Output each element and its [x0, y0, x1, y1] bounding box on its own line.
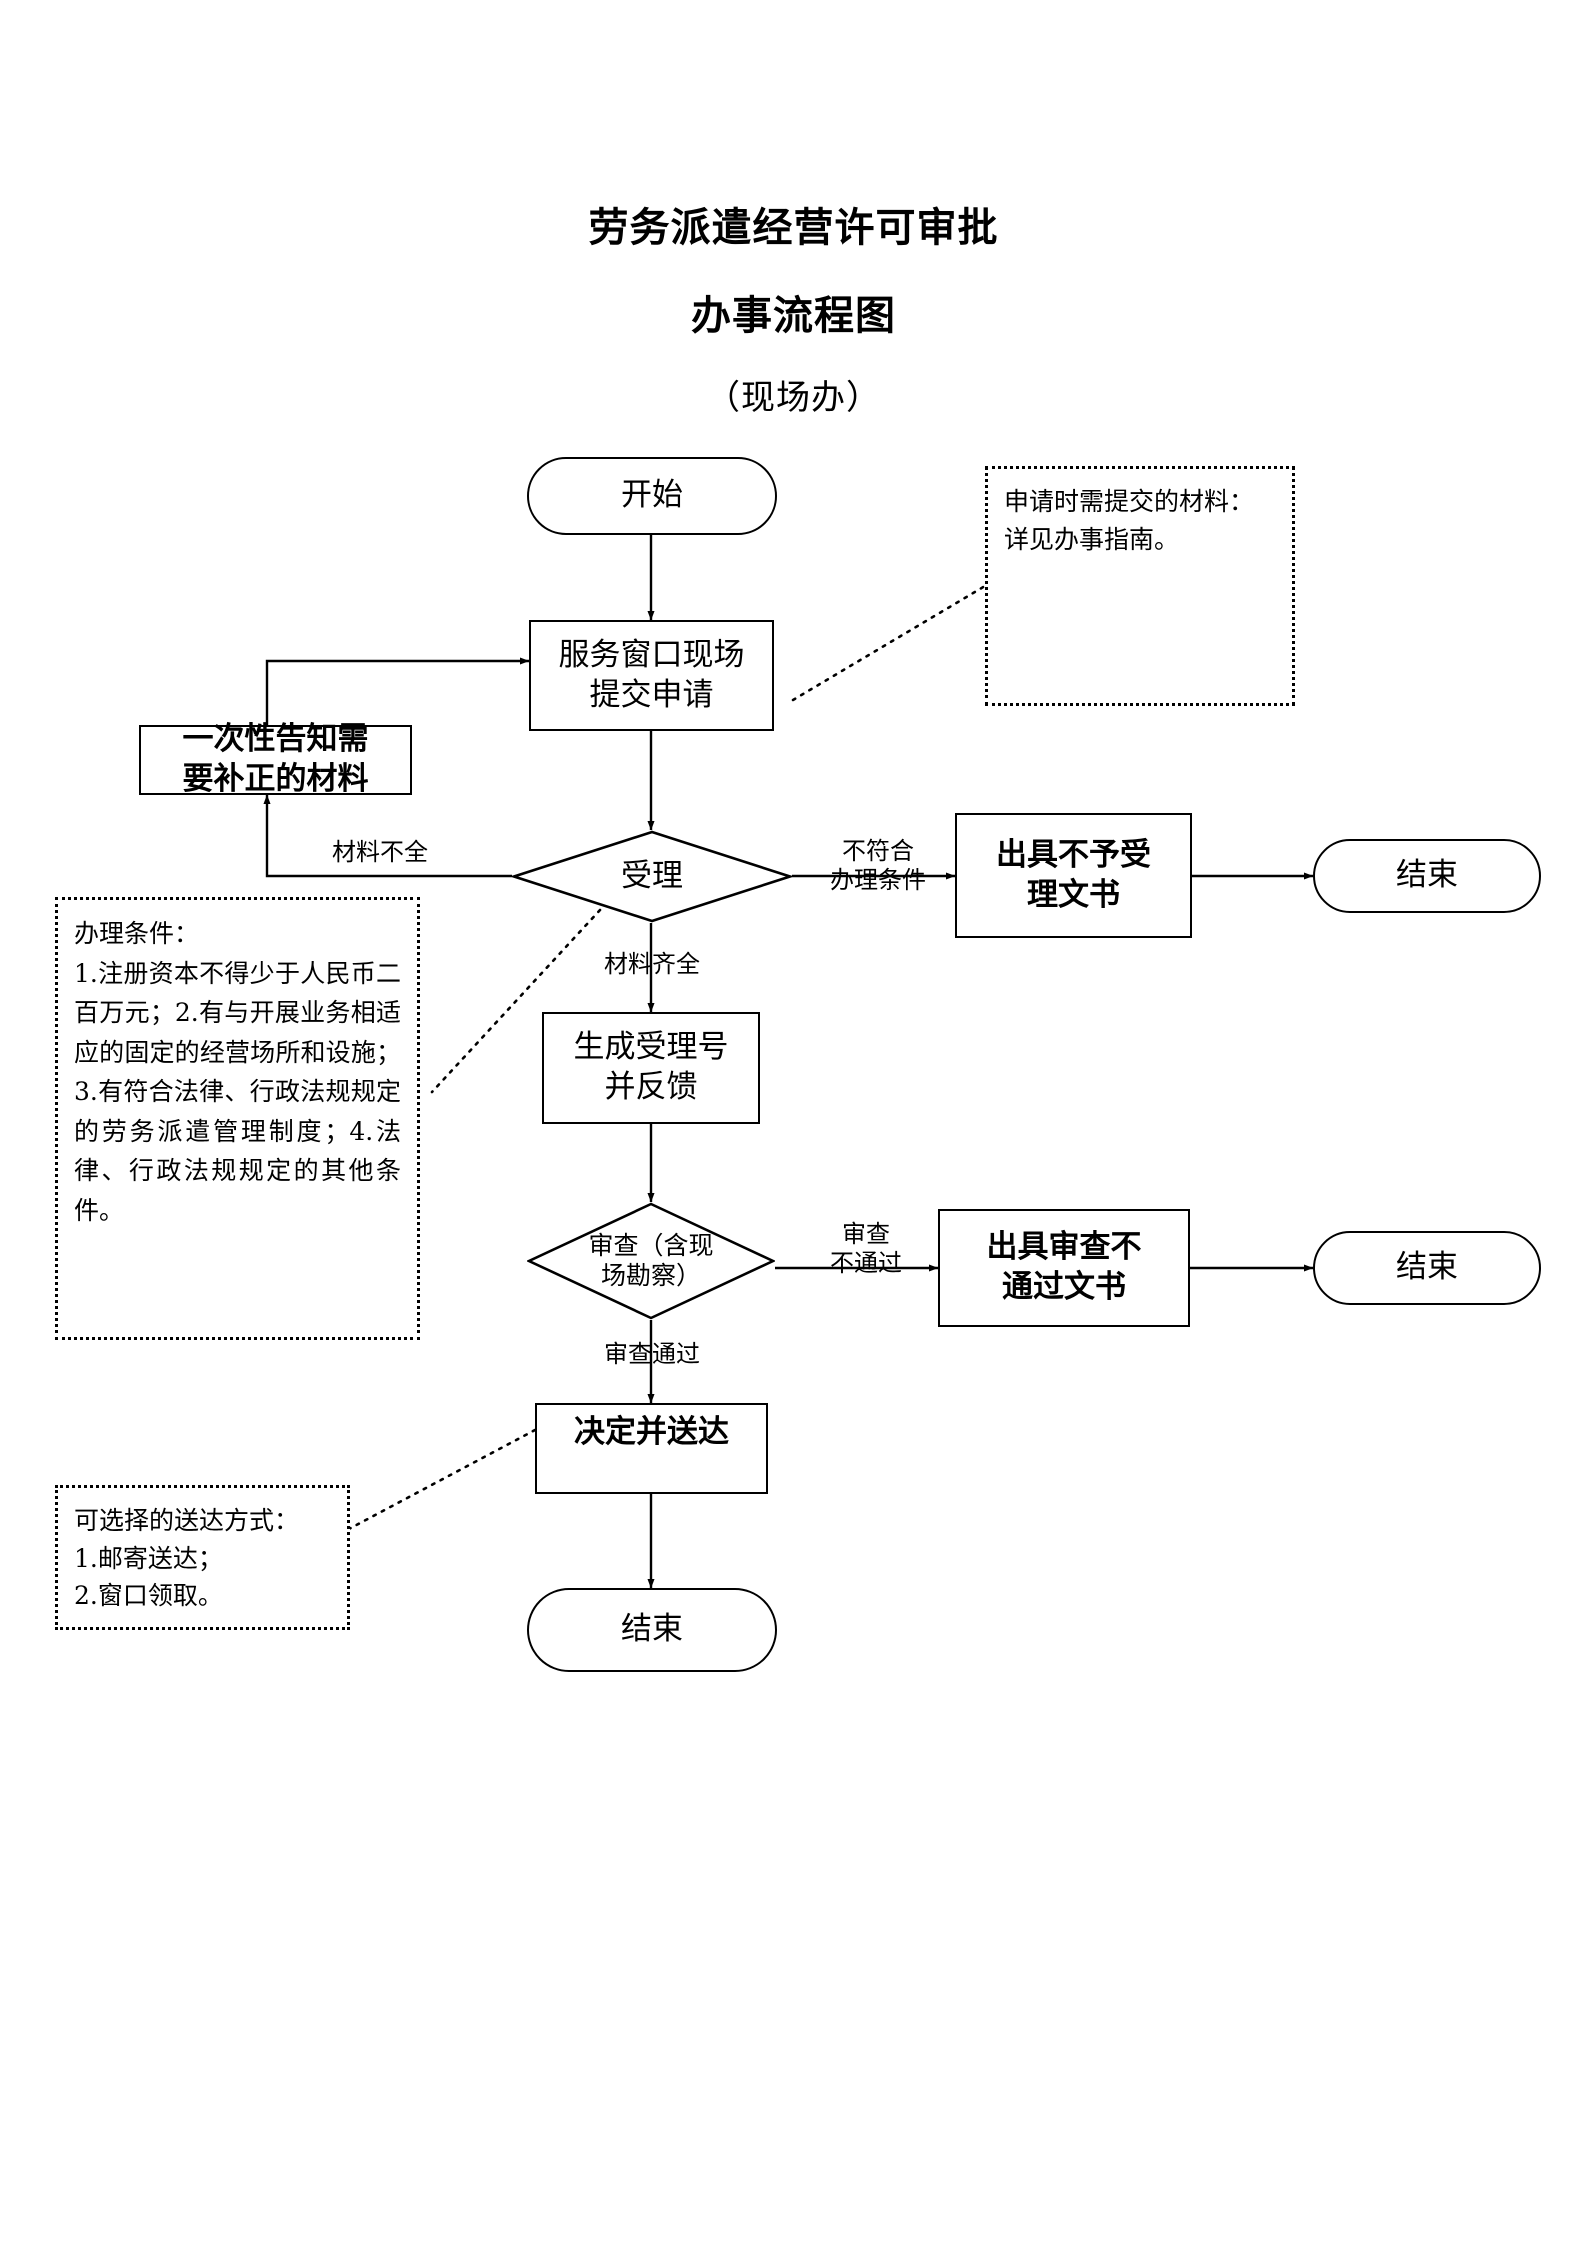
node-accept-decision[interactable]: 受理	[512, 830, 792, 923]
node-accept-decision-label: 受理	[621, 857, 683, 894]
node-issue-review-fail[interactable]: 出具审查不 通过文书	[938, 1209, 1190, 1327]
node-end-reject-acceptance[interactable]: 结束	[1313, 839, 1541, 913]
node-review-decision[interactable]: 审查（含现 场勘察）	[527, 1202, 775, 1320]
edge-label-review-fail: 审查 不通过	[830, 1220, 902, 1278]
page-subtitle: （现场办）	[706, 378, 881, 418]
node-issue-reject-acceptance-label: 出具不予受 理文书	[996, 836, 1151, 913]
leader-to-materials-note	[791, 584, 987, 702]
diamond-shape-review	[527, 1202, 775, 1320]
node-issue-review-fail-label: 出具审查不 通过文书	[986, 1229, 1142, 1305]
diamond-shape-accept	[512, 830, 792, 923]
node-generate-acceptance-number-label: 生成受理号 并反馈	[573, 1029, 729, 1105]
node-end-final[interactable]: 结束	[527, 1588, 777, 1672]
edge-label-not-meet-conditions: 不符合 办理条件	[830, 837, 926, 895]
note-handling-conditions: 办理条件： 1.注册资本不得少于人民币二百万元；2.有与开展业务相适应的固定的经…	[55, 897, 420, 1340]
node-review-decision-label: 审查（含现 场勘察）	[588, 1231, 714, 1290]
node-submit-application-label: 服务窗口现场 提交申请	[558, 636, 745, 713]
node-start-label: 开始	[621, 477, 683, 514]
node-end-review-fail[interactable]: 结束	[1313, 1231, 1541, 1305]
node-issue-reject-acceptance[interactable]: 出具不予受 理文书	[955, 813, 1192, 938]
node-submit-application[interactable]: 服务窗口现场 提交申请	[529, 620, 774, 731]
note-application-materials: 申请时需提交的材料： 详见办事指南。	[985, 466, 1295, 706]
node-notify-supplement-label: 一次性告知需 要补正的材料	[182, 721, 369, 797]
edge-label-materials-incomplete: 材料不全	[332, 838, 428, 866]
page-title-line-2: 办事流程图	[691, 292, 896, 339]
note-delivery-methods: 可选择的送达方式： 1.邮寄送达； 2.窗口领取。	[55, 1485, 350, 1630]
node-generate-acceptance-number[interactable]: 生成受理号 并反馈	[542, 1012, 760, 1124]
edge-notify-to-submit	[265, 657, 530, 725]
page-title-line-1: 劳务派遣经营许可审批	[588, 204, 999, 251]
node-decide-and-deliver[interactable]: 决定并送达	[535, 1403, 768, 1494]
node-end-final-label: 结束	[621, 1611, 683, 1648]
edge-label-review-pass: 审查通过	[604, 1340, 700, 1368]
node-start[interactable]: 开始	[527, 457, 777, 535]
node-end-reject-acceptance-label: 结束	[1396, 857, 1458, 894]
leader-to-delivery-note	[345, 1428, 537, 1532]
node-notify-supplement[interactable]: 一次性告知需 要补正的材料	[139, 721, 412, 797]
node-end-review-fail-label: 结束	[1396, 1249, 1458, 1286]
node-decide-and-deliver-label: 决定并送达	[574, 1414, 729, 1450]
edge-label-materials-complete: 材料齐全	[604, 950, 700, 978]
